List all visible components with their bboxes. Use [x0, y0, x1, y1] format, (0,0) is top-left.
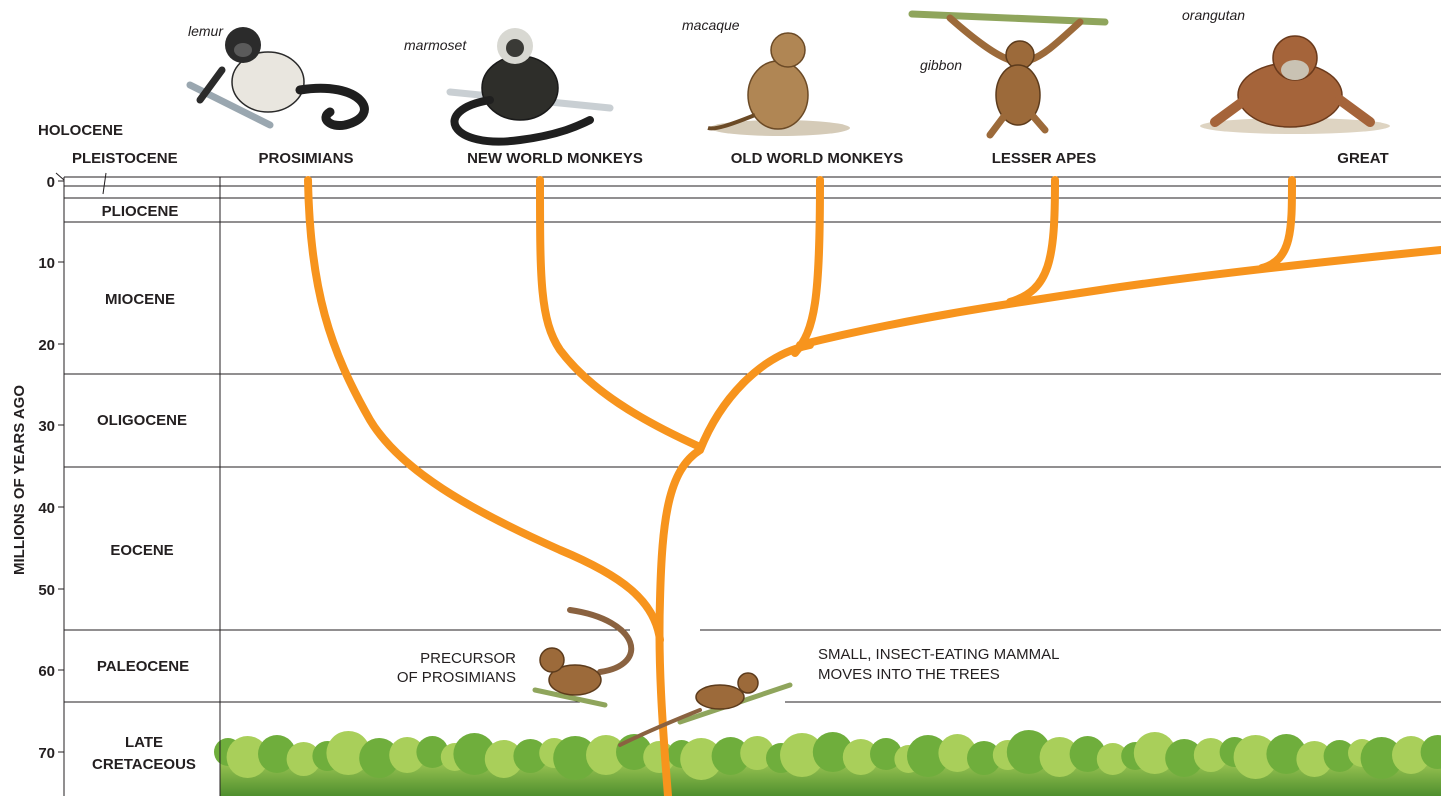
- tree-crown: [680, 738, 723, 780]
- branch-anthropoids: [696, 341, 814, 454]
- epoch-labels: HOLOCENE PLEISTOCENE PLIOCENE MIOCENE OL…: [38, 122, 196, 773]
- epoch-grid: [55, 172, 1441, 796]
- tree-crown: [1360, 737, 1403, 779]
- tree-crown: [1392, 736, 1430, 774]
- epoch-pliocene: PLIOCENE: [102, 203, 179, 220]
- macaque-illustration: [707, 32, 850, 136]
- animal-lemur-label: lemur: [188, 23, 224, 39]
- tree-crown: [870, 738, 902, 770]
- y-axis-title: MILLIONS OF YEARS AGO: [11, 385, 28, 575]
- tree-crown: [326, 731, 371, 775]
- animal-orangutan-label: orangutan: [1182, 7, 1245, 23]
- group-labels: PROSIMIANS NEW WORLD MONKEYS OLD WORLD M…: [258, 150, 1388, 167]
- tree-crown: [907, 735, 949, 777]
- tree-crown: [586, 735, 626, 775]
- animal-marmoset-label: marmoset: [404, 37, 467, 53]
- tree-crown: [711, 737, 750, 775]
- insectivore-illustration: [618, 672, 793, 747]
- branch-lesser-apes: [1006, 176, 1059, 306]
- tick-10: 10: [38, 255, 55, 272]
- tree-crown: [453, 733, 496, 775]
- forest-canopy: [214, 730, 1441, 796]
- animal-gibbon-label: gibbon: [920, 57, 962, 73]
- group-great-apes: GREAT: [1337, 150, 1388, 167]
- tick-60: 60: [38, 663, 55, 680]
- tree-crown: [1296, 741, 1333, 777]
- tree-crown: [484, 740, 523, 778]
- precursor-label-line1: PRECURSOR: [420, 650, 516, 667]
- tree-crown: [513, 739, 548, 773]
- tick-50: 50: [38, 582, 55, 599]
- precursor-illustration: [532, 607, 635, 708]
- y-axis-ticks: [58, 180, 64, 753]
- tree-crown: [1420, 735, 1441, 769]
- group-prosimians: PROSIMIANS: [258, 150, 353, 167]
- tree-crown: [938, 734, 977, 772]
- tree-crown: [1039, 737, 1080, 777]
- epoch-miocene: MIOCENE: [105, 291, 175, 308]
- group-old-world-monkeys: OLD WORLD MONKEYS: [731, 150, 904, 167]
- tick-20: 20: [38, 337, 55, 354]
- animal-macaque-label: macaque: [682, 17, 740, 33]
- orangutan-illustration: [1200, 35, 1390, 134]
- epoch-late-cretaceous-line2: CRETACEOUS: [92, 756, 196, 773]
- branch-great-apes: [1258, 176, 1296, 272]
- tree-crown: [416, 736, 449, 768]
- tree-crown: [1323, 740, 1356, 772]
- tick-30: 30: [38, 418, 55, 435]
- tree-crown: [740, 736, 775, 770]
- mammal-label-line2: MOVES INTO THE TREES: [818, 666, 1000, 683]
- tree-crown: [1266, 734, 1307, 774]
- group-new-world-monkeys: NEW WORLD MONKEYS: [467, 150, 643, 167]
- epoch-eocene: EOCENE: [110, 542, 173, 559]
- mammal-label-line1: SMALL, INSECT-EATING MAMMAL: [818, 646, 1059, 663]
- epoch-oligocene: OLIGOCENE: [97, 412, 187, 429]
- y-axis-tick-labels: 0 10 20 30 40 50 60 70: [38, 174, 55, 762]
- tree-crown: [286, 742, 321, 776]
- phylogeny-branches: [304, 176, 1441, 796]
- tree-crown: [1006, 730, 1051, 774]
- branch-trunk: [655, 446, 704, 796]
- branch-prosimians: [304, 176, 664, 644]
- lemur-illustration: [186, 27, 369, 131]
- tree-crown: [1233, 735, 1278, 779]
- branch-hominoids: [796, 246, 1441, 349]
- tree-crown: [359, 738, 400, 778]
- tree-crown: [258, 735, 296, 773]
- marmoset-illustration: [446, 28, 614, 146]
- tree-crown: [842, 739, 879, 775]
- epoch-holocene: HOLOCENE: [38, 122, 123, 139]
- tree-crown: [1096, 743, 1129, 775]
- gibbon-illustration: [908, 10, 1109, 139]
- tree-crown: [226, 736, 269, 778]
- tree-crown: [1069, 736, 1106, 772]
- epoch-pleistocene: PLEISTOCENE: [72, 150, 178, 167]
- epoch-paleocene: PALEOCENE: [97, 658, 189, 675]
- tree-crown: [389, 737, 426, 773]
- tree-crown: [1193, 738, 1228, 772]
- tree-crown: [812, 732, 853, 772]
- tick-70: 70: [38, 745, 55, 762]
- precursor-label-line2: OF PROSIMIANS: [397, 669, 516, 686]
- branch-new-world-monkeys: [536, 176, 704, 451]
- tick-40: 40: [38, 500, 55, 517]
- tree-crown: [780, 733, 824, 777]
- branch-old-world-monkeys: [791, 176, 824, 357]
- group-lesser-apes: LESSER APES: [992, 150, 1096, 167]
- epoch-late-cretaceous-line1: LATE: [125, 734, 163, 751]
- tick-0: 0: [47, 174, 55, 191]
- tree-crown: [553, 736, 598, 780]
- tree-crown: [967, 741, 1001, 775]
- tree-crown: [1133, 732, 1176, 774]
- tree-crown: [1165, 739, 1204, 777]
